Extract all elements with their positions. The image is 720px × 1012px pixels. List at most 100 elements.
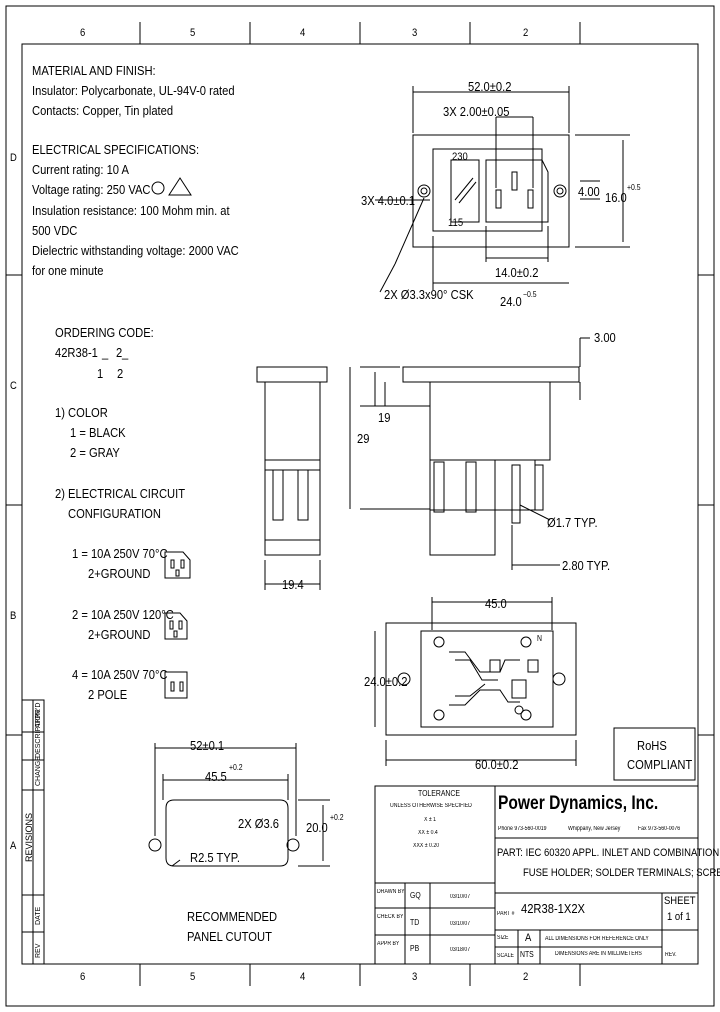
appr-date: 03/18/07 (450, 947, 471, 953)
scale-value: NTS (520, 950, 534, 959)
sheet-value: 1 of 1 (667, 911, 691, 923)
front-view-body (432, 148, 543, 232)
ordering-position: 2 (117, 366, 124, 381)
dim-label: Ø1.7 TYP. (547, 515, 598, 530)
electrical-heading: ELECTRICAL SPECIFICATIONS: (32, 142, 200, 157)
tolerance-xxx: XXX ± 0.20 (413, 843, 440, 849)
rohs-text: RoHS (637, 738, 667, 753)
column-label: 6 (80, 971, 86, 983)
circuit-option: 4 = 10A 250V 70°C (72, 667, 168, 682)
circuit-option: 1 = 10A 250V 70°C (72, 546, 168, 561)
circuit-option: 2 = 10A 250V 120°C (72, 607, 174, 622)
tolerance-heading: TOLERANCE (418, 789, 460, 798)
part-number: 42R38-1X2X (521, 901, 586, 916)
company-city: Whippany, New Jersey (568, 826, 621, 832)
revisions-title: REVISIONS (24, 812, 34, 862)
column-label: 5 (190, 971, 196, 983)
tolerance-xx: XX ± 0.4 (418, 830, 438, 836)
row-label: D (10, 152, 17, 164)
check-label: CHECK BY (377, 914, 404, 920)
side-view-flange (256, 366, 328, 383)
column-label: 3 (412, 971, 418, 983)
dim-label: 20.0 (306, 820, 328, 835)
ordering-code: 42R38-1 (55, 345, 98, 360)
dim-tolerance: +0.5 (627, 183, 641, 192)
dim-label: 16.0 (605, 190, 627, 205)
voltage-label: 230 (452, 151, 468, 163)
dim-label: 45.0 (485, 596, 507, 611)
dim-label: 52.0±0.2 (468, 79, 512, 94)
dim-label: 3X 4.0±0.1 (361, 193, 416, 208)
dim-label: 60.0±0.2 (475, 757, 519, 772)
tolerance-note: UNLESS OTHERWISE SPECIFIED (390, 803, 472, 809)
circuit-option: 2+GROUND (88, 566, 151, 581)
dim-label: 19 (378, 410, 391, 425)
column-label: 2 (523, 971, 529, 983)
dim-label: 2X Ø3.6 (238, 816, 280, 831)
dim-label: 52±0.1 (190, 738, 225, 753)
circuit-heading: 2) ELECTRICAL CIRCUIT (55, 486, 186, 501)
units-note: DIMENSIONS ARE IN MILLIMETERS (555, 951, 642, 957)
drawn-by: GQ (410, 891, 421, 900)
company-phone: Phone 973-560-0019 (498, 826, 547, 832)
circuit-option: 2+GROUND (88, 627, 151, 642)
circuit-option: 2 POLE (88, 687, 128, 702)
dim-label: 3.00 (594, 330, 616, 345)
dim-label: 24.0±0.2 (364, 674, 408, 689)
dielectric-note: Dielectric withstanding voltage: 2000 VA… (32, 243, 239, 258)
insulator-note: Insulator: Polycarbonate, UL-94V-0 rated (32, 83, 235, 98)
dim-tolerance: +0.2 (330, 813, 344, 822)
revisions-change: CHANGE (35, 756, 42, 786)
column-label: 6 (80, 27, 86, 39)
dim-label: 24.0 (500, 294, 522, 309)
company-fax: Fax 973-560-0076 (638, 826, 681, 832)
voltage-rating: Voltage rating: 250 VAC (32, 182, 151, 197)
column-label: 3 (412, 27, 418, 39)
outer-border (5, 5, 715, 1007)
cutout-title: RECOMMENDED (187, 909, 278, 924)
dim-label: 45.5 (205, 769, 227, 784)
ordering-code-2: 2 (116, 345, 123, 360)
side-view-wide-flange (402, 366, 580, 383)
color-option: 2 = GRAY (70, 445, 120, 460)
dim-tolerance: −0.5 (523, 290, 537, 299)
row-label: A (10, 840, 17, 852)
dim-label: 29 (357, 431, 370, 446)
dim-label: 2.80 TYP. (562, 558, 611, 573)
dim-label: 3X 2.00±0.05 (443, 104, 510, 119)
revisions-date: DATE (35, 906, 42, 925)
dim-label: R2.5 TYP. (190, 850, 240, 865)
company-name: Power Dynamics, Inc. (498, 793, 659, 814)
dim-label: 14.0±0.2 (495, 265, 539, 280)
ordering-position: 1 (97, 366, 104, 381)
ordering-blank: _ (122, 345, 129, 360)
drawn-date: 03/10/07 (450, 894, 471, 900)
circuit-heading-2: CONFIGURATION (68, 506, 161, 521)
dim-label: 4.00 (578, 184, 600, 199)
insulation-note-2: 500 VDC (32, 223, 78, 238)
dielectric-note-2: for one minute (32, 263, 104, 278)
cutout-outline (165, 799, 289, 867)
sheet-label: SHEET (664, 895, 696, 907)
rohs-box (613, 727, 696, 781)
revisions-rev: REV (35, 943, 42, 958)
appr-label: APPR BY (377, 941, 400, 947)
tolerance-x: X ± 1 (424, 817, 437, 823)
bottom-view-flange (385, 622, 577, 736)
drawn-label: DRAWN BY (377, 889, 405, 895)
voltage-label: 115 (448, 217, 464, 229)
revisions-approved: APPR'D (35, 702, 42, 728)
material-heading: MATERIAL AND FINISH: (32, 63, 156, 78)
ordering-heading: ORDERING CODE: (55, 325, 154, 340)
column-label: 4 (300, 971, 306, 983)
size-value: A (525, 932, 532, 944)
part-description-2: FUSE HOLDER; SOLDER TERMINALS; SCREW (523, 867, 720, 879)
column-label: 5 (190, 27, 196, 39)
scale-label: SCALE (497, 953, 514, 959)
column-label: 2 (523, 27, 529, 39)
dim-tolerance: +0.2 (229, 763, 243, 772)
rohs-text-2: COMPLIANT (627, 757, 693, 772)
appr-by: PB (410, 944, 420, 953)
